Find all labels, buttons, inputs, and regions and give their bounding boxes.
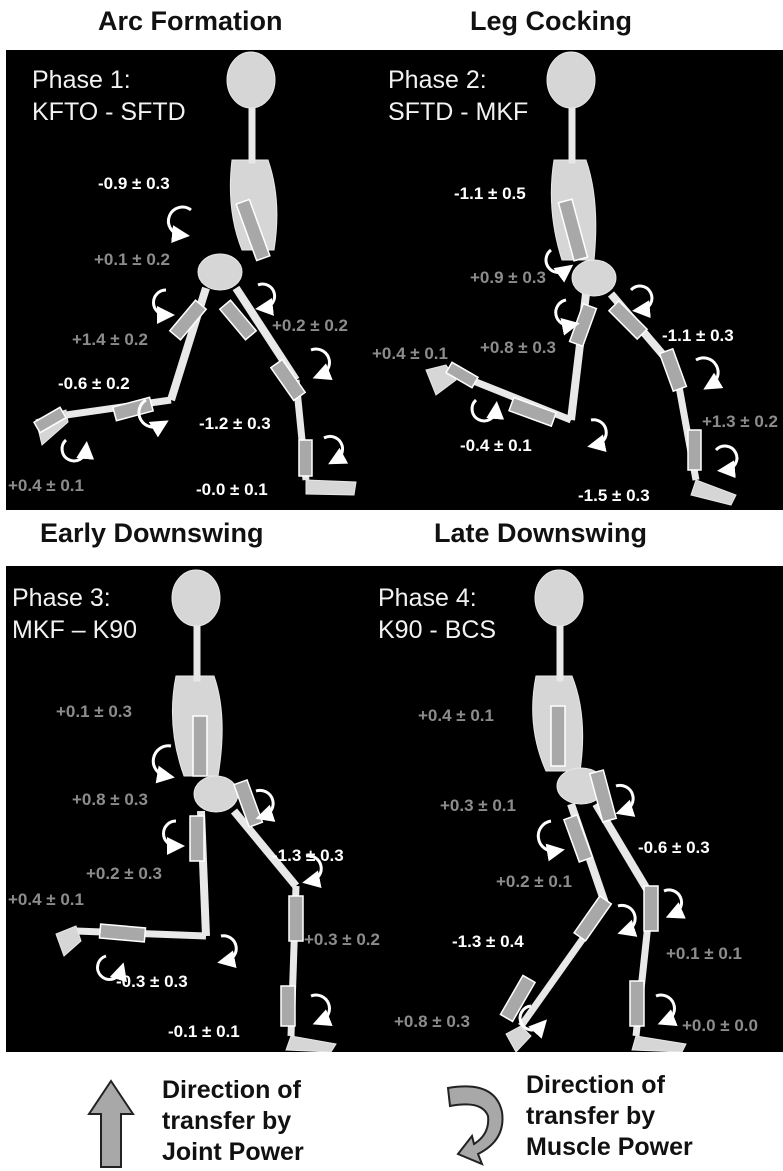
phase-label-4: Phase 4: K90 - BCS	[378, 582, 496, 646]
value-label: -1.1 ± 0.5	[454, 184, 526, 204]
legend-muscle-line-2: transfer by	[526, 1101, 693, 1132]
value-label: -1.3 ± 0.3	[272, 846, 344, 866]
legend-muscle-line-3: Muscle Power	[526, 1132, 693, 1163]
value-label: +0.1 ± 0.2	[94, 250, 170, 270]
value-label: -0.3 ± 0.3	[116, 972, 188, 992]
title-leg-cocking: Leg Cocking	[470, 6, 632, 37]
legend-joint-line-2: transfer by	[162, 1106, 304, 1137]
phase-2-name: Phase 2:	[388, 64, 528, 96]
phase-1-name: Phase 1:	[32, 64, 186, 96]
title-early-downswing: Early Downswing	[40, 518, 264, 549]
value-label: +0.4 ± 0.1	[418, 706, 494, 726]
value-label: +0.9 ± 0.3	[470, 268, 546, 288]
legend-muscle-power: Direction of transfer by Muscle Power	[526, 1070, 693, 1163]
skeleton-phase-4	[506, 570, 686, 1052]
value-label: -1.2 ± 0.3	[199, 414, 271, 434]
legend-joint-line-1: Direction of	[162, 1075, 304, 1106]
value-label: -0.0 ± 0.1	[196, 480, 268, 500]
value-label: +0.1 ± 0.3	[56, 702, 132, 722]
value-label: +0.0 ± 0.0	[682, 1016, 758, 1036]
value-label: +0.2 ± 0.2	[272, 316, 348, 336]
value-label: -0.4 ± 0.1	[460, 436, 532, 456]
pelvis-icon	[194, 776, 238, 812]
phase-label-3: Phase 3: MKF – K90	[12, 582, 137, 646]
title-late-downswing: Late Downswing	[434, 518, 647, 549]
phase-label-2: Phase 2: SFTD - MKF	[388, 64, 528, 128]
value-label: -1.1 ± 0.3	[662, 326, 734, 346]
skull-icon	[547, 52, 595, 108]
legend-joint-power: Direction of transfer by Joint Power	[162, 1075, 304, 1168]
value-label: +0.2 ± 0.1	[496, 872, 572, 892]
value-label: +0.1 ± 0.1	[666, 944, 742, 964]
panel-top: Phase 1: KFTO - SFTD Phase 2: SFTD - MKF…	[6, 50, 783, 510]
muscle-power-curved-arrow-icon	[440, 1074, 520, 1169]
phase-4-name: Phase 4:	[378, 582, 496, 614]
value-label: -0.6 ± 0.2	[58, 374, 130, 394]
skull-icon	[227, 52, 275, 108]
legend-joint-line-3: Joint Power	[162, 1137, 304, 1168]
value-label: +0.3 ± 0.1	[440, 796, 516, 816]
joint-power-arrow-icon	[86, 1078, 136, 1170]
title-arc-formation: Arc Formation	[98, 6, 283, 37]
value-label: +0.8 ± 0.3	[480, 338, 556, 358]
value-label: -1.5 ± 0.3	[578, 486, 650, 506]
pelvis-icon	[572, 260, 616, 296]
value-label: -0.9 ± 0.3	[98, 174, 170, 194]
value-label: +1.4 ± 0.2	[72, 330, 148, 350]
phase-3-events: MKF – K90	[12, 614, 137, 646]
phase-1-events: KFTO - SFTD	[32, 96, 186, 128]
legend-muscle-line-1: Direction of	[526, 1070, 693, 1101]
phase-2-events: SFTD - MKF	[388, 96, 528, 128]
value-label: +1.3 ± 0.2	[702, 412, 778, 432]
panel-bottom: Phase 3: MKF – K90 Phase 4: K90 - BCS +0…	[6, 566, 783, 1052]
phase-4-events: K90 - BCS	[378, 614, 496, 646]
value-label: +0.8 ± 0.3	[72, 790, 148, 810]
value-label: -1.3 ± 0.4	[452, 932, 524, 952]
value-label: +0.3 ± 0.2	[304, 930, 380, 950]
value-label: -0.1 ± 0.1	[168, 1022, 240, 1042]
value-label: +0.8 ± 0.3	[394, 1012, 470, 1032]
phase-label-1: Phase 1: KFTO - SFTD	[32, 64, 186, 128]
skull-icon	[535, 570, 583, 626]
skull-icon	[172, 570, 220, 626]
phase-3-name: Phase 3:	[12, 582, 137, 614]
value-label: +0.4 ± 0.1	[8, 476, 84, 496]
pelvis-icon	[198, 254, 242, 290]
value-label: +0.4 ± 0.1	[8, 890, 84, 910]
value-label: -0.6 ± 0.3	[638, 838, 710, 858]
value-label: +0.2 ± 0.3	[86, 864, 162, 884]
value-label: +0.4 ± 0.1	[372, 344, 448, 364]
